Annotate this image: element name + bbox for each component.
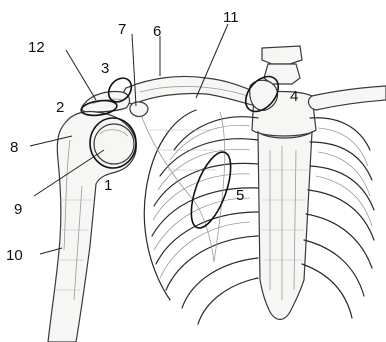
label-12: 12 [28, 39, 45, 56]
circle-region-5 [183, 147, 239, 232]
label-2: 2 [56, 99, 64, 116]
label-9: 9 [14, 201, 22, 218]
label-6: 6 [153, 23, 161, 40]
label-11: 11 [223, 9, 239, 26]
label-5: 5 [236, 187, 244, 204]
scapula [140, 112, 225, 262]
humerus [48, 111, 136, 342]
label-1: 1 [104, 177, 112, 194]
label-8: 8 [10, 139, 18, 156]
label-10: 10 [6, 247, 23, 264]
label-3: 3 [101, 60, 109, 77]
labels: 12 3 7 6 11 2 4 8 1 5 9 10 [6, 9, 298, 264]
label-7: 7 [118, 21, 126, 38]
label-4: 4 [290, 88, 298, 105]
